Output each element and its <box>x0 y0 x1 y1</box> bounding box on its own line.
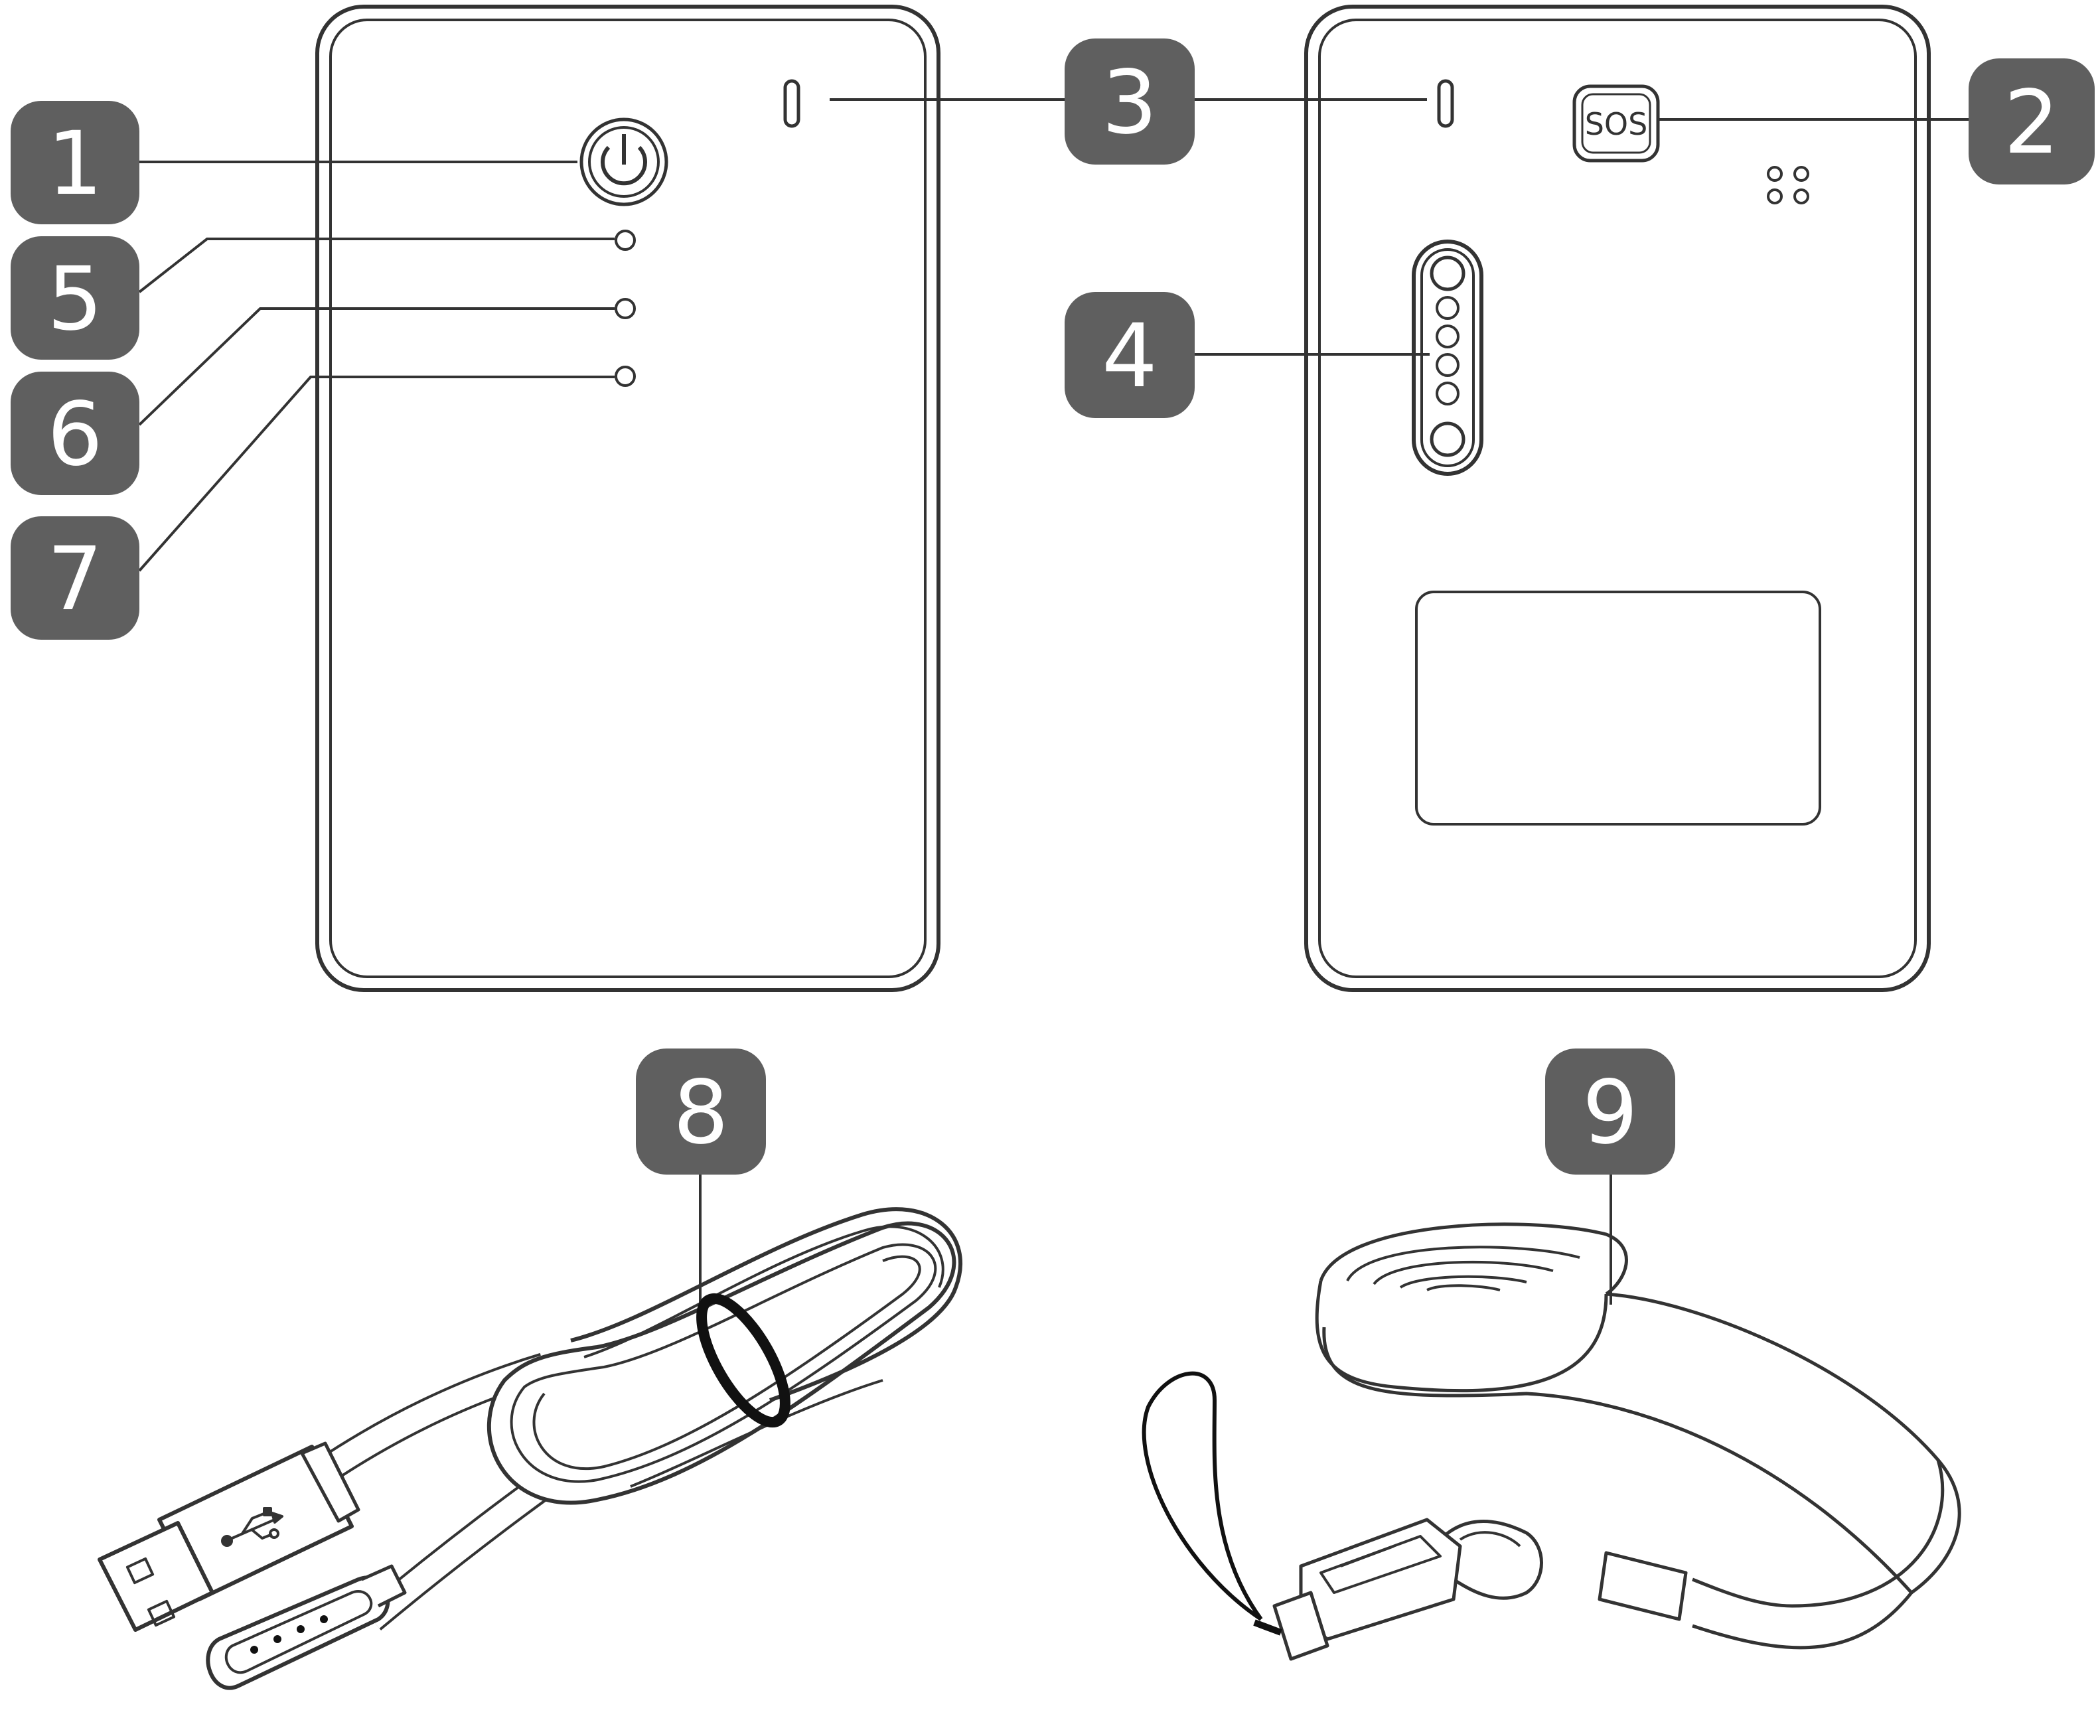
usb-symbol-icon <box>221 1507 283 1547</box>
device-back-inner-edge <box>1318 19 1917 978</box>
front-indicator-slot <box>783 79 800 128</box>
badge-5: 5 <box>11 236 139 360</box>
charging-cable <box>98 1207 962 1690</box>
led-indicator-6 <box>615 298 636 319</box>
led-indicator-7 <box>615 366 636 387</box>
badge-6: 6 <box>11 372 139 495</box>
badge-4-label: 4 <box>1102 305 1158 407</box>
badge-8-label: 8 <box>673 1062 729 1164</box>
back-indicator-slot <box>1437 79 1454 128</box>
lanyard <box>1142 1222 1961 1661</box>
device-back-outer-edge <box>1304 5 1931 992</box>
badge-8: 8 <box>636 1049 766 1175</box>
device-back <box>1304 5 1931 992</box>
leader-lines <box>138 98 1969 1305</box>
magnetic-connector <box>206 1564 407 1690</box>
lanyard-strap <box>1322 1292 1961 1650</box>
badge-2: 2 <box>1969 58 2095 184</box>
sos-button <box>1572 84 1660 163</box>
badge-1: 1 <box>11 101 139 224</box>
badge-7: 7 <box>11 516 139 640</box>
badge-5-label: 5 <box>47 248 103 350</box>
badge-1-label: 1 <box>47 113 103 215</box>
device-front-inner-edge <box>329 19 927 978</box>
badge-3-label: 3 <box>1102 52 1158 154</box>
badge-9-label: 9 <box>1582 1062 1638 1164</box>
lanyard-cord-loop <box>1142 1371 1282 1636</box>
badges: 1 5 6 7 3 2 4 8 <box>11 38 2095 1175</box>
lanyard-buckle <box>1272 1518 1543 1661</box>
badge-6-label: 6 <box>47 384 103 486</box>
sos-button-inner <box>1581 93 1651 154</box>
device-front <box>315 5 940 992</box>
power-icon <box>579 117 668 206</box>
badge-9: 9 <box>1545 1049 1675 1175</box>
speaker-grille <box>1767 166 1809 204</box>
device-front-outer-edge <box>315 5 940 992</box>
badge-4: 4 <box>1065 292 1195 418</box>
led-indicator-5 <box>615 230 636 251</box>
cable-twist-tie <box>696 1293 790 1428</box>
back-label-area <box>1415 591 1821 826</box>
badge-2-label: 2 <box>2004 72 2060 174</box>
charging-pins <box>1412 240 1483 476</box>
cable-coil <box>487 1207 962 1505</box>
badge-7-label: 7 <box>47 528 103 630</box>
lanyard-slider <box>1598 1551 1688 1621</box>
badge-3: 3 <box>1065 38 1195 165</box>
sos-label: SOS <box>1585 106 1648 142</box>
lanyard-roll <box>1315 1222 1628 1393</box>
usb-a-plug <box>98 1441 360 1632</box>
